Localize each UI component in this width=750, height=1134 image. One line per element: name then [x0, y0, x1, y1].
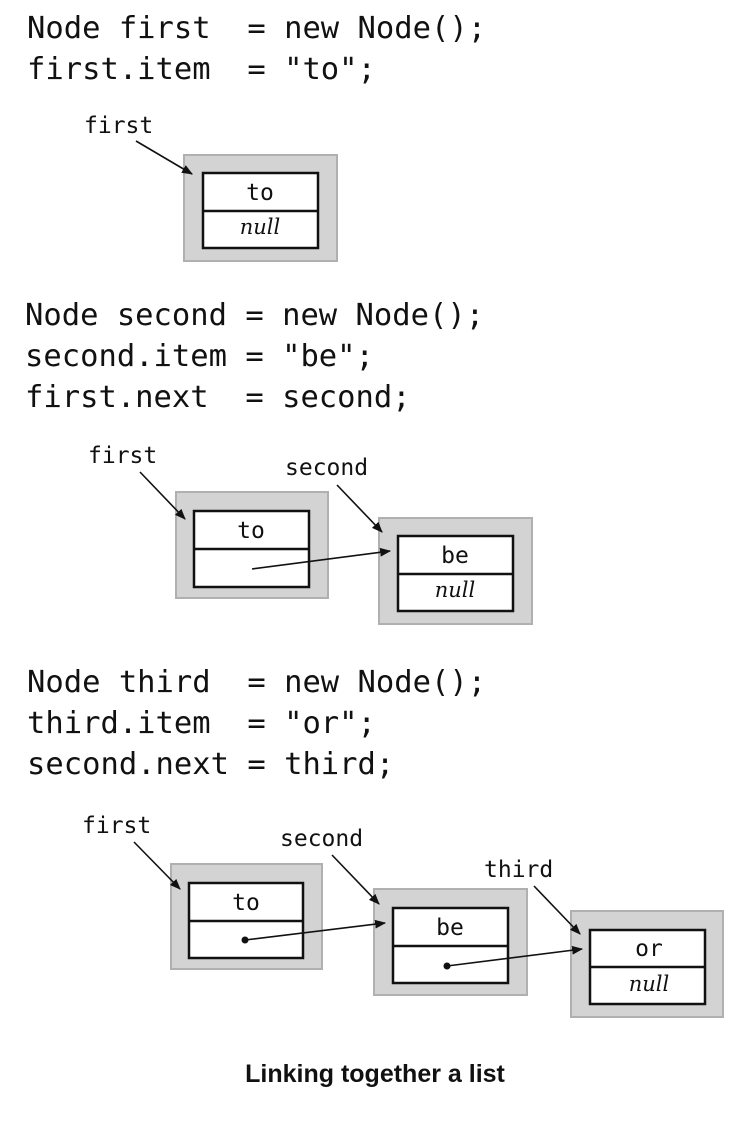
node-be-diagram2: be null — [378, 517, 533, 625]
node-item-text: be — [441, 543, 469, 569]
node-item-text: or — [635, 936, 663, 962]
node-to-diagram3: to — [170, 863, 323, 970]
label-second: second — [280, 826, 363, 852]
null-text: null — [435, 578, 475, 602]
code-line: third.item = "or"; — [27, 706, 376, 741]
node-item-text: be — [436, 915, 464, 941]
arrow-third — [533, 885, 581, 935]
arrow-second — [331, 854, 380, 905]
code-block-3: Node third = new Node(); third.item = "or… — [27, 662, 486, 785]
node-item-text: to — [246, 180, 274, 206]
null-text: null — [629, 972, 669, 996]
null-text: null — [240, 215, 280, 239]
code-line: Node first = new Node(); — [27, 11, 487, 46]
node-to-diagram1: to null — [183, 154, 338, 262]
code-line: Node second = new Node(); — [25, 298, 485, 333]
node-to-diagram2: to — [175, 491, 329, 599]
figure-caption: Linking together a list — [245, 1060, 505, 1088]
label-second: second — [285, 455, 368, 481]
node-item-text: to — [237, 518, 265, 544]
label-first: first — [88, 443, 157, 469]
code-block-2: Node second = new Node(); second.item = "… — [25, 295, 484, 418]
node-item-text: to — [232, 890, 260, 916]
code-block-1: Node first = new Node(); first.item = "to… — [27, 8, 486, 90]
link-to-or — [446, 945, 584, 967]
code-line: second.item = "be"; — [25, 339, 374, 374]
node-be-diagram3: be — [373, 888, 528, 996]
arrow-second — [336, 484, 383, 533]
link-to-be — [244, 919, 387, 941]
arrow-first — [133, 841, 181, 890]
code-line: first.next = second; — [25, 380, 411, 415]
code-line: second.next = third; — [27, 747, 395, 782]
label-third: third — [484, 857, 553, 883]
label-first: first — [84, 113, 153, 139]
link-to-be — [251, 547, 392, 570]
arrow-first — [139, 471, 186, 520]
label-first: first — [82, 813, 151, 839]
code-line: Node third = new Node(); — [27, 665, 487, 700]
arrow-first — [135, 140, 193, 175]
node-or-diagram3: or null — [570, 910, 724, 1018]
code-line: first.item = "to"; — [27, 52, 376, 87]
